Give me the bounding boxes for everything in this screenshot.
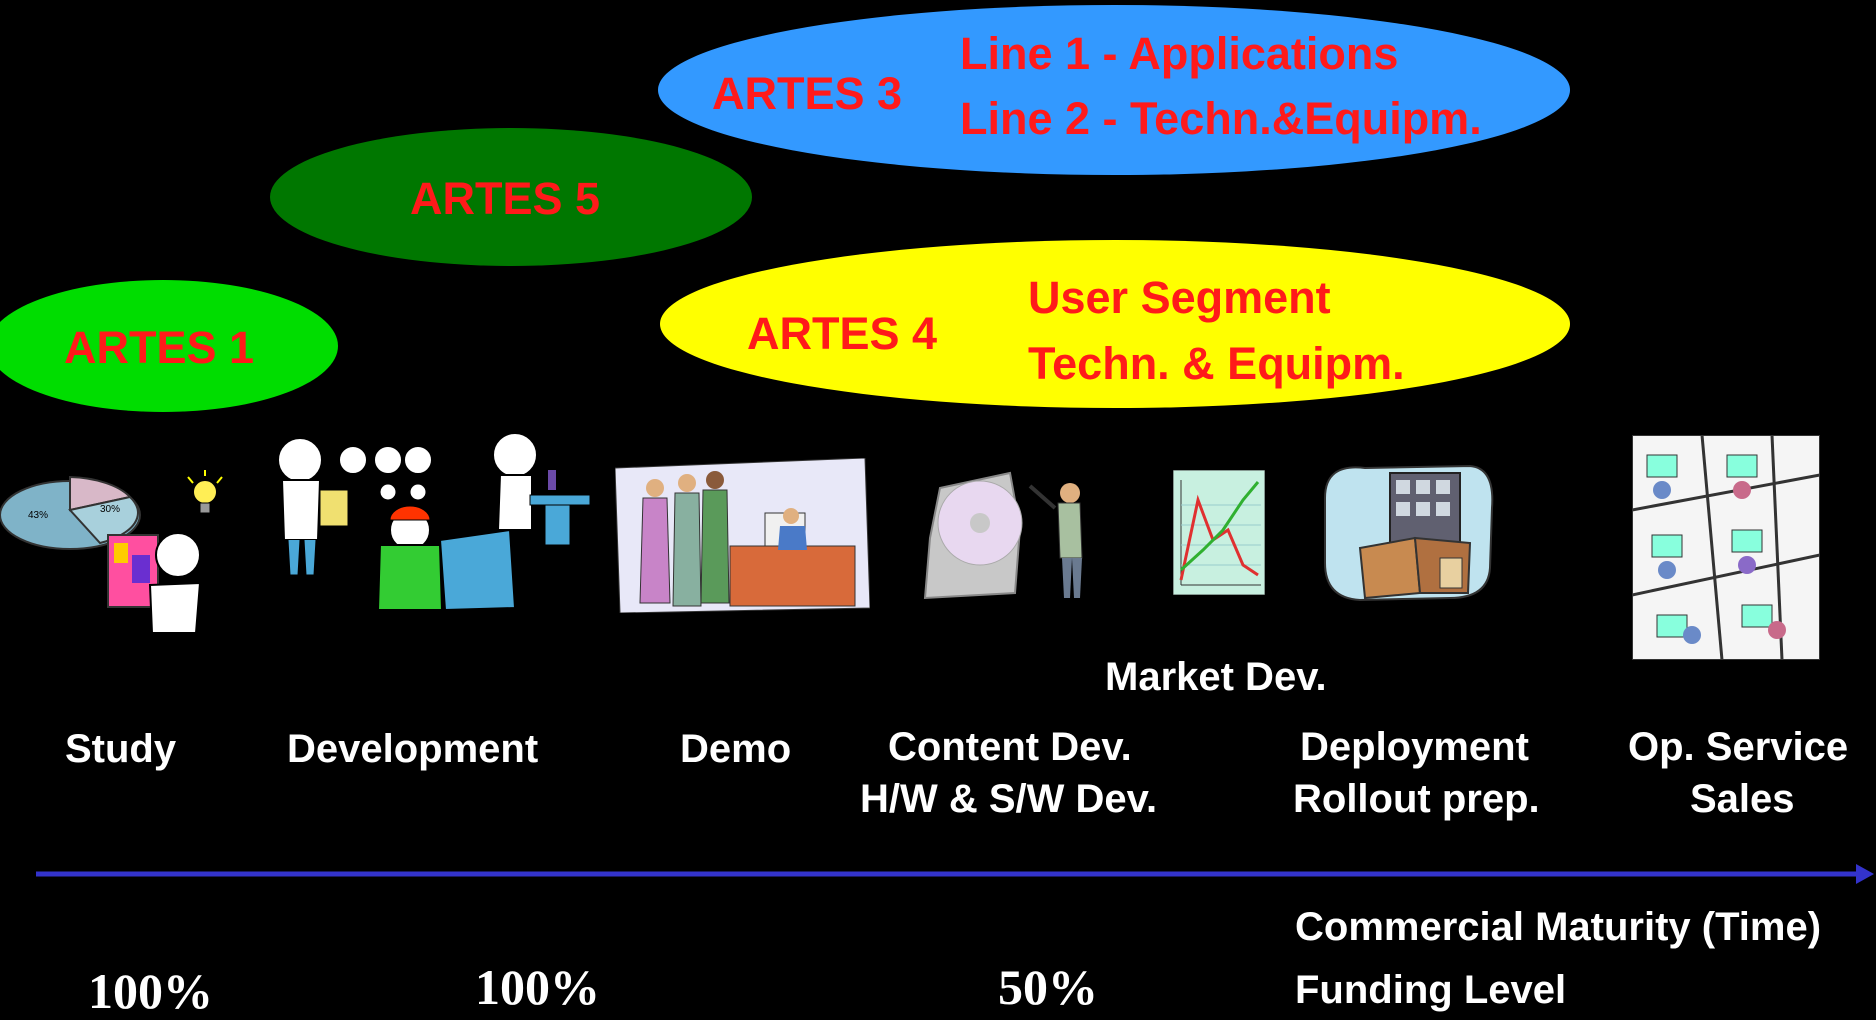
operations-clipart (1632, 435, 1820, 660)
stage-content-line2: H/W & S/W Dev. (860, 777, 1158, 821)
artes1-title: ARTES 1 (64, 322, 255, 373)
stage-operations-line1: Op. Service (1628, 725, 1849, 769)
artes4-title: ARTES 4 (747, 308, 938, 359)
funding-development: 100% (475, 959, 600, 1015)
pie-slice-label-2: 30% (100, 504, 120, 515)
stage-deployment-line1: Deployment (1300, 725, 1529, 769)
artes3-line2: Line 2 - Techn.&Equipm. (960, 93, 1482, 144)
artes4-line1: User Segment (1028, 272, 1331, 323)
funding-study: 100% (88, 963, 213, 1019)
pie-slice-label-3: 43% (28, 510, 48, 521)
artes4-ellipse (660, 240, 1570, 408)
artes5-ellipse (270, 128, 752, 266)
market-chart-clipart (1173, 470, 1265, 595)
time-axis-arrow (36, 862, 1876, 886)
axis-label: Commercial Maturity (Time) (1295, 905, 1822, 949)
artes4-line2: Techn. & Equipm. (1028, 338, 1405, 389)
stage-deployment-line2: Rollout prep. (1293, 777, 1540, 821)
pie-slice-label-1: 27% (62, 464, 82, 475)
stage-content-line1: Content Dev. (888, 725, 1132, 769)
funding-content: 50% (998, 959, 1098, 1015)
funding-level-label: Funding Level (1295, 968, 1567, 1012)
deployment-clipart (1320, 458, 1495, 608)
stage-operations-line2: Sales (1690, 777, 1795, 821)
study-clipart: 27% 30% 43% (0, 455, 240, 635)
demo-clipart (615, 458, 870, 613)
content-dev-clipart (920, 468, 1110, 603)
stage-study: Study (65, 727, 177, 771)
market-dev-label: Market Dev. (1105, 655, 1327, 699)
artes3-line1: Line 1 - Applications (960, 28, 1399, 79)
stage-development: Development (287, 727, 539, 771)
development-clipart (270, 430, 595, 610)
artes3-ellipse (658, 5, 1570, 175)
artes3-title: ARTES 3 (712, 68, 903, 119)
stage-demo: Demo (680, 727, 792, 771)
artes1-ellipse (0, 280, 338, 412)
artes5-title: ARTES 5 (410, 173, 601, 224)
